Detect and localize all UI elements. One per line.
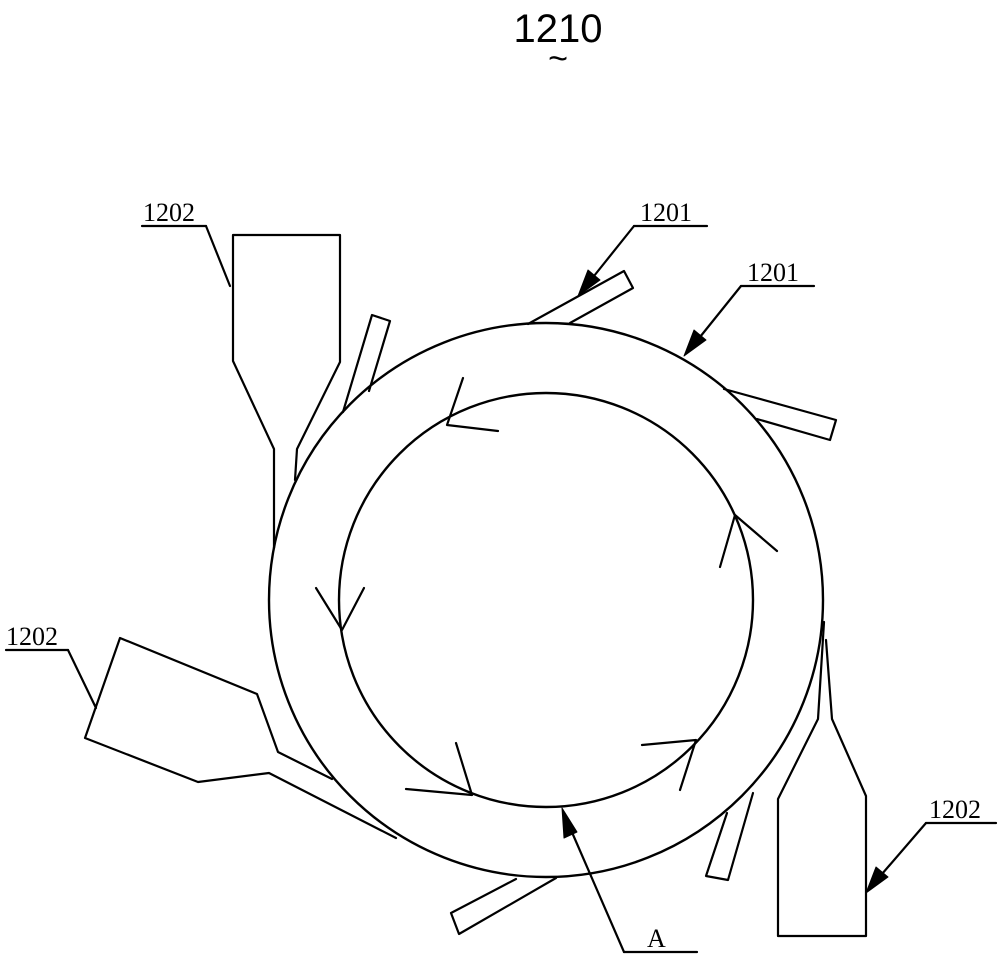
leader-hopper-upper-left: 1202	[140, 198, 232, 288]
outer-ring	[267, 321, 825, 879]
hopper-right	[776, 620, 868, 938]
leader-arrowhead	[561, 807, 578, 839]
leader-inner-ring: A	[561, 807, 699, 954]
nozzle-upper-left	[341, 313, 392, 414]
flow-arrows	[314, 376, 779, 797]
label-nozzle-top: 1201	[640, 198, 692, 227]
hopper-upper-left	[231, 233, 342, 550]
flow-arrow-left	[314, 586, 366, 632]
flow-arrow-right-upper	[718, 513, 779, 569]
inner-ring	[337, 391, 755, 809]
leader-nozzle-top: 1201	[577, 198, 709, 297]
figure-number-mark: ~	[548, 40, 568, 78]
label-outer-ring: 1201	[747, 258, 799, 287]
leader-outer-ring: 1201	[683, 258, 816, 357]
nozzle-top	[526, 269, 635, 326]
nozzle-right	[722, 387, 838, 442]
label-hopper-left: 1202	[6, 622, 58, 651]
label-inner-ring: A	[647, 924, 666, 953]
leader-arrowhead	[865, 866, 889, 894]
flow-arrow-bottom	[404, 741, 474, 797]
nozzle-lower-right	[704, 791, 755, 882]
leader-arrowhead	[577, 269, 601, 297]
flow-arrow-top	[445, 376, 500, 433]
nozzle-bottom	[449, 876, 558, 936]
hopper-left	[83, 636, 398, 840]
leader-hopper-left: 1202	[4, 622, 98, 710]
flow-arrow-right-lower	[640, 738, 698, 792]
leader-arrowhead	[683, 329, 707, 357]
leader-hopper-right: 1202	[865, 795, 998, 894]
figure-number: 1210	[514, 7, 603, 51]
label-hopper-upper-left: 1202	[143, 198, 195, 227]
label-hopper-right: 1202	[929, 795, 981, 824]
